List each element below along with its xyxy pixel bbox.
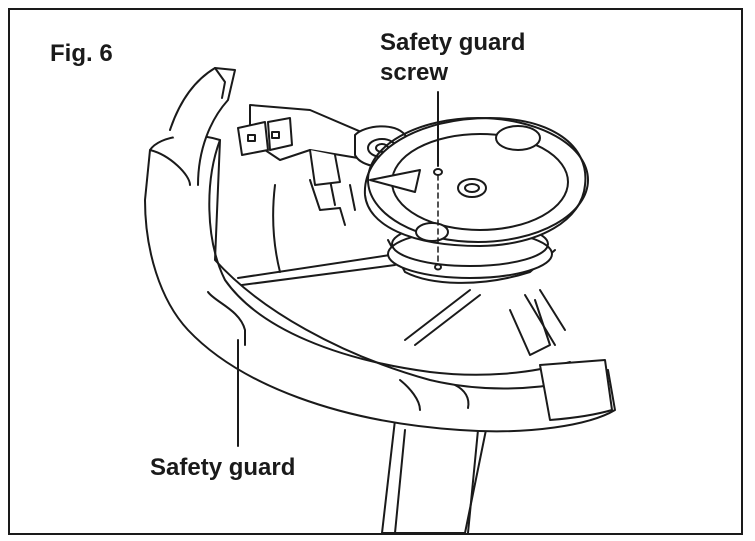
trimmer-shaft (381, 419, 489, 533)
figure-frame: Fig. 6 Safety guard screw Safety guard (8, 8, 743, 535)
screw-callout-line1: Safety guard (380, 29, 526, 56)
guard-ribs (237, 179, 566, 356)
screw-callout-line2: screw (380, 59, 449, 86)
screw-callout: Safety guard screw (380, 28, 525, 88)
figure-label: Fig. 6 (50, 40, 113, 67)
safety-guard (144, 67, 616, 433)
trimmer-head (363, 117, 589, 284)
guard-callout: Safety guard (150, 454, 296, 481)
safety-guard-illustration (144, 67, 616, 533)
